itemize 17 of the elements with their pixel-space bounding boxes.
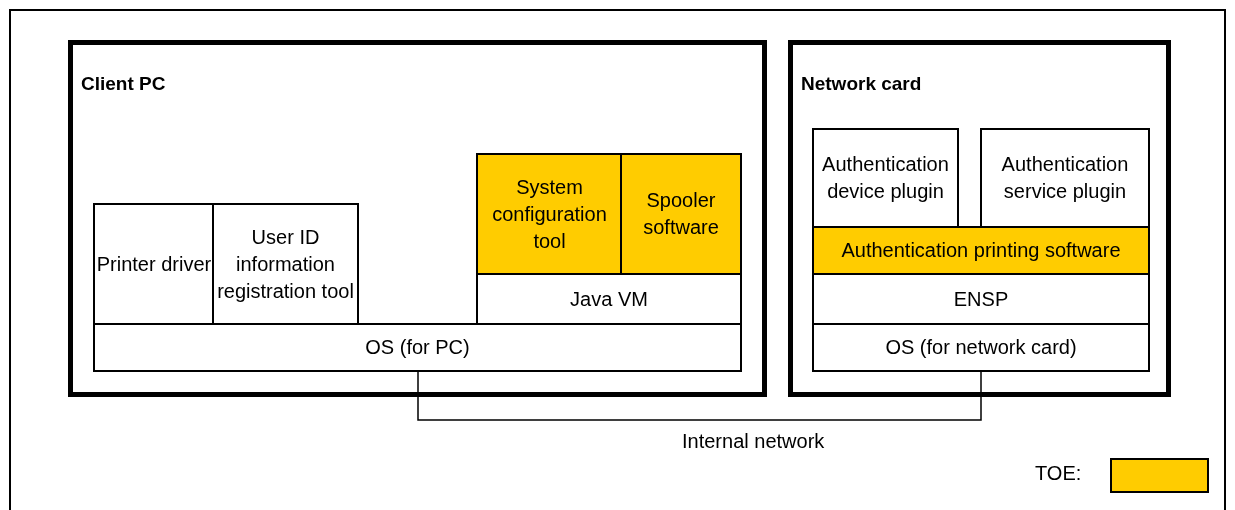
- software-layer: System configuration tool: [476, 153, 623, 275]
- software-layer: User ID information registration tool: [212, 203, 359, 325]
- software-layer: Authentication device plugin: [812, 128, 959, 228]
- software-layer: ENSP: [812, 273, 1150, 325]
- group-title: Network card: [801, 73, 922, 95]
- component-frame: [68, 40, 767, 397]
- software-layer: Authentication service plugin: [980, 128, 1150, 228]
- software-layer: OS (for network card): [812, 323, 1150, 372]
- component-frame: [788, 40, 1171, 397]
- legend-label: TOE:: [1035, 462, 1082, 485]
- network-connector: [417, 371, 982, 421]
- software-layer: Java VM: [476, 273, 742, 325]
- software-layer: OS (for PC): [93, 323, 742, 372]
- group-title: Client PC: [81, 73, 166, 95]
- software-layer: Spooler software: [620, 153, 742, 275]
- software-layer: Printer driver: [93, 203, 215, 325]
- software-layer: Authentication printing software: [812, 226, 1150, 275]
